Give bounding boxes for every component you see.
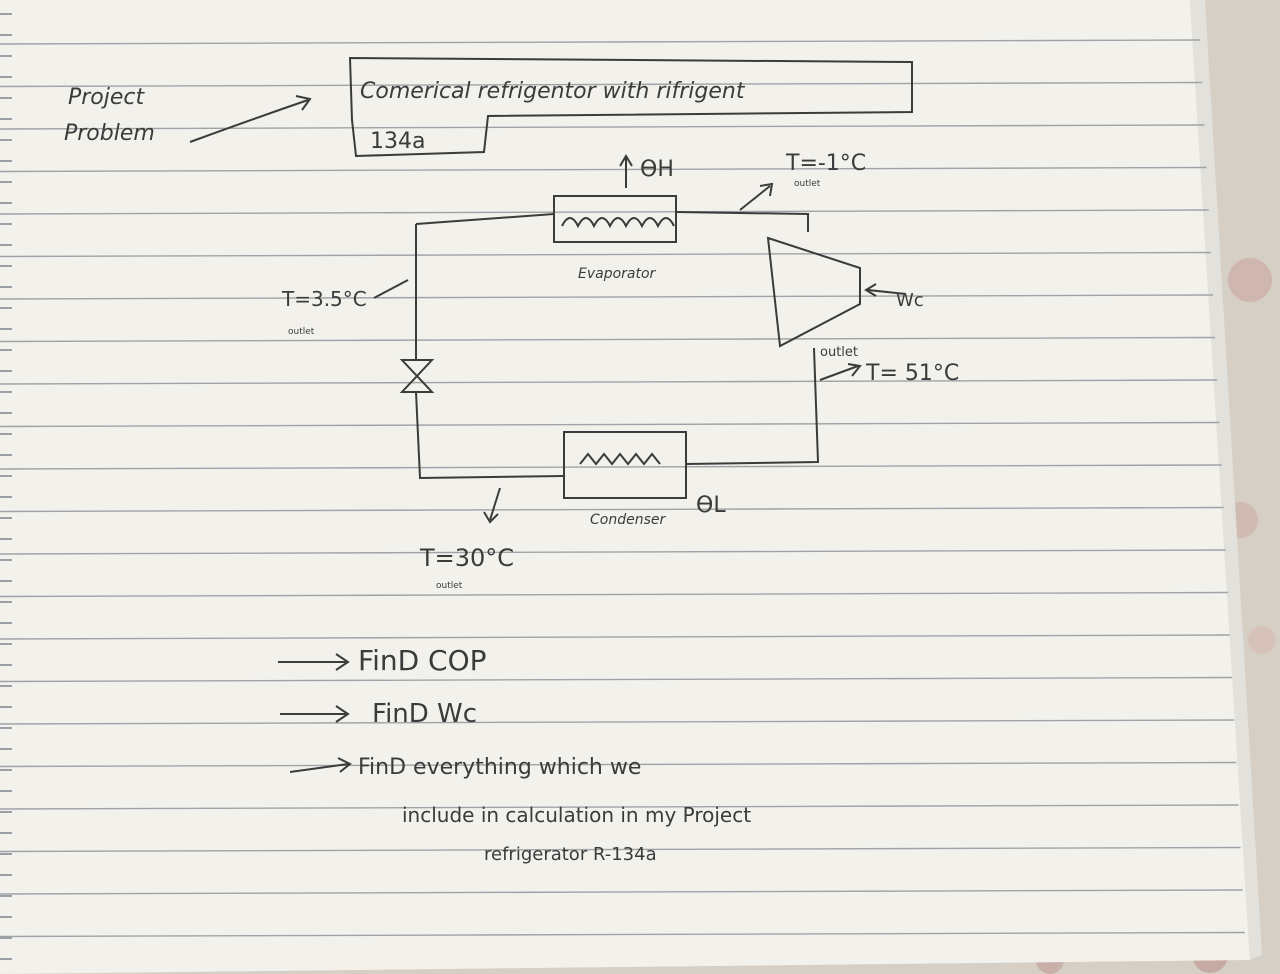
valve-outlet-arrow [373,279,409,299]
wc-arrow [867,289,907,295]
arrowhead-icon [619,154,633,167]
arrowhead-icon [335,653,350,671]
ruled-line [0,81,1203,88]
task2: FinD Wc [372,699,477,729]
task3-line1: FinD everything which we [358,755,641,780]
ruled-line [0,336,1216,343]
left-pipe-lower [415,391,565,480]
ruled-line [0,846,1241,853]
ruled-line [0,166,1207,173]
cond-outlet-arrow [489,487,501,521]
wc-label: Wc [896,290,924,311]
ruled-line [0,294,1213,300]
task3-arrow [289,763,349,773]
evaporator-coil [561,217,675,229]
ruled-lines [0,39,1245,938]
ruled-line [0,719,1235,725]
diagram-labels: ϴH T=-1°C outlet Evaporator T=3.5°C outl… [281,151,959,591]
expansion-valve [399,359,435,393]
task3-line2: include in calculation in my Project [402,803,751,827]
top-pipe-right [675,211,809,232]
evap-outlet-arrow [739,185,771,211]
evaporator-box [553,195,677,243]
arrowhead-icon [759,182,774,197]
top-pipe-left [415,213,555,225]
ruled-line [0,251,1211,258]
compressor [766,236,861,348]
refrigeration-cycle-diagram [373,154,907,524]
arrowhead-icon [337,757,352,773]
ruled-line [0,676,1233,683]
task-list: FinD COP FinD Wc FinD everything which w… [278,644,751,865]
comp-outlet-arrow [819,365,859,381]
ruled-line [0,506,1224,513]
qh-label: ϴH [640,157,674,182]
task3-line3: refrigerator R-134a [484,844,657,865]
comp-outlet-label: outlet [820,345,858,360]
ruled-line [0,804,1239,810]
arrowhead-icon [295,95,312,111]
margin-marks [0,13,12,960]
condenser-coil [579,452,661,466]
cond-outlet-sub: outlet [436,581,463,591]
task1: FinD COP [358,644,487,677]
comp-outlet-temp: T= 51°C [865,361,959,386]
project-label-line2: Problem [64,121,155,146]
condenser-label: Condenser [590,512,666,528]
header: Project Problem Comerical refrigentor wi… [64,56,913,158]
project-label-line1: Project [68,85,146,110]
cond-outlet-temp: T=30°C [419,544,514,572]
arrowhead-icon [483,511,499,524]
arrowhead-icon [335,705,350,723]
evap-outlet-sub: outlet [794,179,821,189]
problem-line1: Comerical refrigentor with rifrigent [360,79,746,104]
arrow-to-problem [189,99,309,143]
problem-line2: 134a [370,129,425,154]
ruled-line [0,421,1220,428]
ruled-line [0,39,1201,45]
arrowhead-icon [847,363,862,377]
ruled-line [0,464,1222,470]
ruled-line [0,634,1230,640]
valve-outlet-sub: outlet [288,327,315,337]
ruled-line [0,931,1245,938]
ruled-line [0,209,1209,215]
valve-outlet-temp: T=3.5°C [281,287,367,311]
arrowhead-icon [864,283,877,297]
ruled-line [0,761,1237,768]
ruled-line [0,549,1226,555]
ql-label: ϴL [696,493,726,518]
right-pipe [685,347,820,465]
evap-outlet-temp: T=-1°C [785,151,866,176]
ruled-line [0,124,1205,130]
evaporator-label: Evaporator [578,266,657,282]
ruled-line [0,889,1243,895]
ruled-line [0,379,1218,385]
condenser-box [563,431,687,499]
ruled-line [0,591,1228,598]
problem-box [348,56,913,158]
